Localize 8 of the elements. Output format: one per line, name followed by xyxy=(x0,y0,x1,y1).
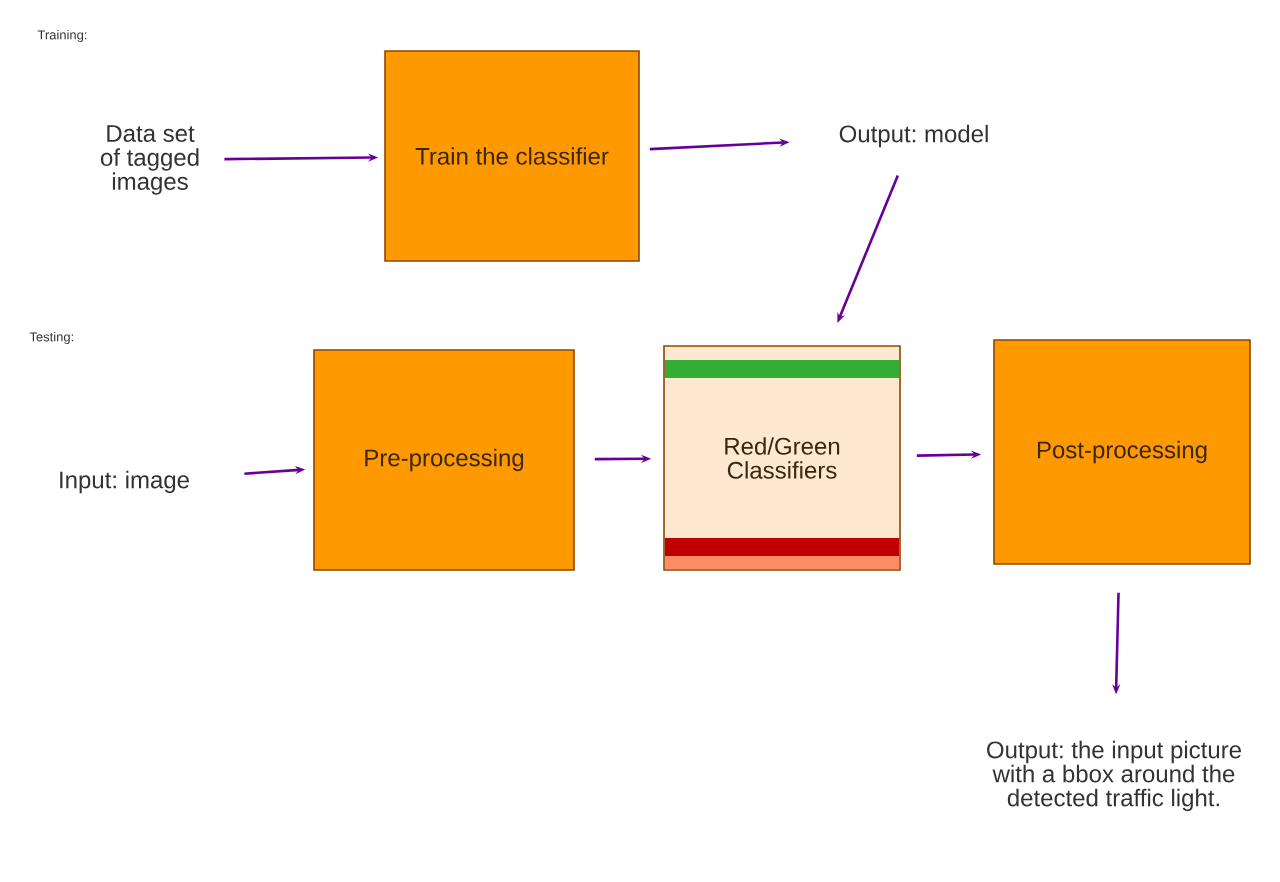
text-label: Data set of tagged images xyxy=(101,125,199,195)
text-label: Input: image xyxy=(60,470,189,494)
text-label: Output: model xyxy=(839,124,988,148)
text-label: Output: the input picture with a bbox around the detected traffic light. xyxy=(987,740,1241,812)
classifier-box: Red/Green Classifiers xyxy=(663,345,901,571)
process-box: Post-processing xyxy=(993,339,1251,565)
process-box: Train the classifier xyxy=(384,50,640,262)
process-box: Pre-processing xyxy=(313,349,575,571)
